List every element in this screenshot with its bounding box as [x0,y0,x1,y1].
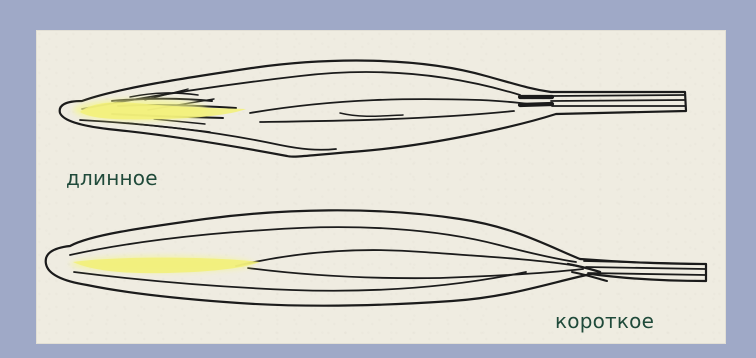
top-fiber-dark-5 [128,123,210,132]
top-tendon-5 [520,104,552,105]
top-tendon-2 [551,100,684,101]
bottom-highlight [70,256,260,273]
bottom-inner-line-4 [248,268,583,278]
top-inner-line-2 [80,120,336,150]
bottom-highlight-core [73,258,260,274]
short-label: короткое [555,311,654,331]
bottom-tendon-3 [588,273,706,275]
long-label: длинное [66,168,158,188]
top-inner-line-3 [250,99,528,113]
bottom-inner-line-2 [74,272,526,291]
bottom-tendon-2 [586,267,705,269]
top-inner-line-5 [340,113,403,116]
top-tendon-1 [551,95,684,96]
